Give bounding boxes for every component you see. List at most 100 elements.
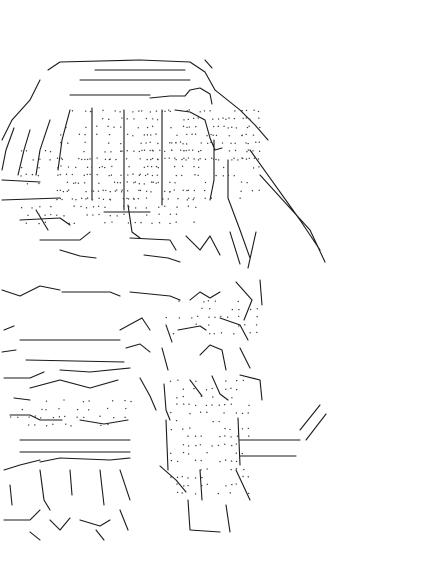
shading-dot	[157, 142, 159, 145]
shading-dot	[180, 149, 182, 151]
shading-dot	[139, 158, 141, 160]
shading-dot	[165, 316, 167, 319]
shading-dot	[253, 109, 255, 111]
shading-dot	[34, 415, 36, 417]
shading-dot	[181, 110, 183, 112]
shading-dot	[157, 158, 159, 161]
shading-dot	[98, 182, 100, 184]
shading-dot	[206, 452, 208, 454]
shading-dot	[229, 492, 231, 494]
shading-dot	[146, 158, 148, 161]
shading-dot	[199, 111, 201, 113]
shading-dot	[38, 167, 40, 169]
shading-dot	[121, 150, 123, 152]
shading-dot	[64, 415, 66, 418]
shading-dot	[212, 420, 214, 423]
shading-dot	[126, 118, 128, 120]
shading-dot	[134, 221, 136, 224]
shading-dot	[31, 207, 33, 209]
shading-dot	[124, 416, 126, 419]
shading-dot	[235, 379, 238, 382]
shading-dot	[76, 408, 79, 411]
shading-dot	[59, 174, 61, 176]
shading-dot	[92, 206, 95, 208]
shading-dot	[83, 416, 85, 419]
shading-dot	[187, 445, 190, 447]
shading-dot	[215, 134, 218, 137]
shading-dot	[233, 174, 235, 177]
shading-dot	[223, 412, 225, 414]
shading-dot	[248, 404, 250, 407]
shading-dot	[60, 141, 62, 144]
shading-dot	[121, 117, 123, 119]
shading-dot	[169, 110, 171, 113]
shading-dot	[170, 459, 173, 462]
shading-dot	[63, 399, 65, 401]
shading-dot	[106, 407, 109, 410]
shading-dot	[147, 173, 149, 175]
shading-dot	[188, 149, 190, 151]
shading-dot	[237, 315, 240, 318]
shading-dot	[132, 173, 134, 175]
shading-dot	[122, 197, 125, 200]
shading-dot	[27, 214, 29, 216]
shading-dot	[115, 158, 117, 161]
shading-dot	[80, 205, 82, 208]
shading-dot	[66, 181, 69, 184]
shading-dot	[174, 182, 176, 184]
shading-dot	[217, 444, 220, 447]
shading-dot	[194, 477, 197, 479]
shading-dot	[204, 158, 207, 160]
shading-dot	[205, 389, 208, 391]
shading-dot	[25, 150, 28, 152]
shading-dot	[150, 181, 153, 183]
shading-dot	[224, 459, 227, 461]
shading-dot	[110, 151, 112, 153]
shading-dot	[38, 213, 40, 215]
shading-dot	[71, 198, 74, 200]
shading-dot	[97, 205, 100, 208]
shading-dot	[181, 165, 184, 168]
shading-dot	[44, 214, 46, 216]
shading-dot	[224, 443, 226, 446]
shading-dot	[176, 491, 179, 494]
shading-dot	[197, 117, 199, 119]
shading-dot	[89, 158, 91, 160]
shading-dot	[222, 117, 224, 119]
shading-dot	[173, 189, 175, 191]
shading-dot	[172, 333, 175, 335]
shading-dot	[252, 167, 255, 169]
shading-dot	[245, 158, 248, 160]
shading-dot	[38, 222, 40, 225]
shading-dot	[102, 109, 104, 112]
shading-dot	[247, 492, 250, 495]
shading-dot	[138, 150, 141, 153]
shading-dot	[175, 221, 177, 223]
shading-dot	[60, 134, 62, 136]
shading-dot	[195, 323, 197, 325]
shading-dot	[208, 324, 210, 326]
shading-dot	[120, 142, 122, 145]
shading-dot	[189, 427, 191, 429]
shading-dot	[181, 492, 183, 494]
shading-dot	[150, 165, 153, 168]
shading-dot	[187, 477, 189, 479]
shading-dot	[59, 197, 62, 200]
shading-dot	[206, 135, 208, 137]
shading-dot	[211, 387, 213, 390]
shading-dot	[228, 150, 231, 152]
shading-dot	[233, 333, 235, 335]
shading-dot	[143, 166, 146, 169]
shading-dot	[183, 119, 185, 121]
shading-dot	[100, 424, 102, 427]
shading-dot	[196, 315, 199, 318]
shading-dot	[209, 333, 211, 335]
shading-dot	[133, 182, 135, 184]
shading-dot	[194, 133, 197, 135]
shading-dot	[73, 222, 75, 225]
shading-dot	[58, 416, 61, 418]
shading-dot	[181, 174, 183, 177]
shading-dot	[146, 134, 149, 136]
shading-dot	[187, 197, 190, 199]
shading-dot	[107, 125, 109, 128]
